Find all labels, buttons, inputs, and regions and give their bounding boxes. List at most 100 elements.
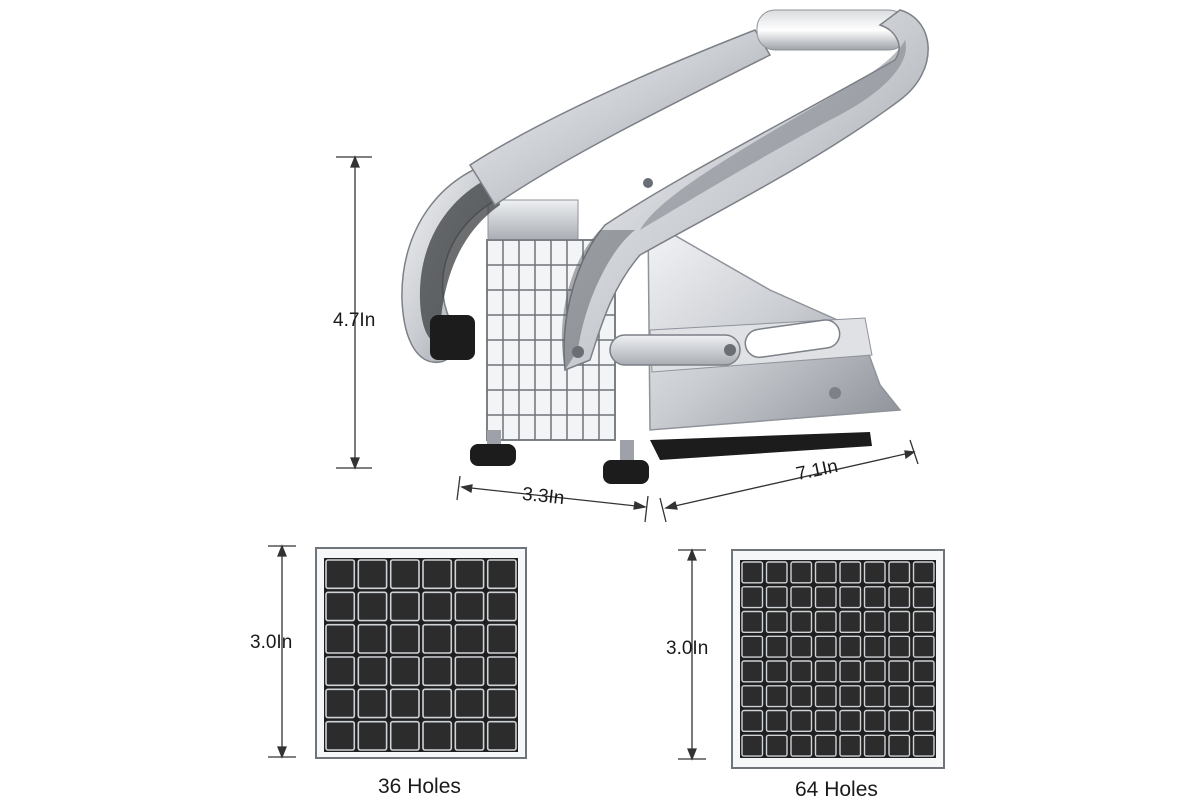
blade-hole [814,561,837,584]
blade-hole [486,623,517,654]
blade-hole [765,610,788,633]
blade-hole [325,720,356,751]
blade-hole [422,656,453,687]
blade-hole [325,656,356,687]
left-handle-arm [401,159,506,363]
blade-hole [790,561,813,584]
blade-hole [790,709,813,732]
blade-hole [863,586,886,609]
blade-hole [814,685,837,708]
blade-hole [839,734,862,757]
blade-hole [389,559,420,590]
blade-hole [888,709,911,732]
blade-hole [422,623,453,654]
blade-hole [863,635,886,658]
blade-hole [888,660,911,683]
blade-hole [454,559,485,590]
blade-hole [325,559,356,590]
lever-handle [468,9,929,372]
blade-hole [389,623,420,654]
blade-hole [422,688,453,719]
blade-hole [741,709,764,732]
blade-hole [357,656,388,687]
blade-hole [888,685,911,708]
blade-hole [357,559,388,590]
blade-hole [863,561,886,584]
blade-hole [357,591,388,622]
blade-hole [912,660,935,683]
blade-hole [389,656,420,687]
blade-hole [839,685,862,708]
rubber-feet [470,430,649,484]
blade-64-size-label: 3.0In [666,638,709,659]
blade-hole [765,586,788,609]
blade-hole [741,685,764,708]
blade-hole [839,561,862,584]
blade-hole [814,709,837,732]
dimension-lines [336,155,919,523]
blade-hole [765,685,788,708]
blade-hole [863,610,886,633]
blade-hole [814,660,837,683]
blade-hole [863,709,886,732]
blade-hole [912,734,935,757]
blade-hole [765,734,788,757]
blade-hole [839,709,862,732]
blade-hole [765,660,788,683]
blade-hole [863,685,886,708]
blade-hole [912,610,935,633]
blade-hole [325,623,356,654]
blade-hole [790,734,813,757]
blade-hole [454,720,485,751]
blade-hole [888,734,911,757]
blade-hole [389,688,420,719]
blade-hole [486,656,517,687]
blade-36-caption: 36 Holes [378,775,461,798]
blade-hole [486,591,517,622]
blade-hole [790,635,813,658]
blade-hole [888,586,911,609]
blade-36-holes [315,547,527,759]
blade-hole [790,586,813,609]
blade-hole [741,660,764,683]
blade-hole [863,660,886,683]
blade-hole [486,688,517,719]
blade-hole [422,559,453,590]
blade-hole [325,688,356,719]
blade-hole [912,685,935,708]
blade-hole [839,635,862,658]
blade-hole [389,591,420,622]
blade-hole [839,586,862,609]
blade-hole [814,586,837,609]
blade-hole [486,720,517,751]
blade-dimension-lines [268,544,706,761]
blade-hole [912,586,935,609]
blade-hole [814,734,837,757]
blade-hole [454,591,485,622]
blade-hole [790,685,813,708]
cutter-body [487,199,902,460]
blade-hole [888,561,911,584]
blade-hole [357,688,388,719]
blade-hole [790,610,813,633]
blade-hole [741,586,764,609]
blade-hole [765,709,788,732]
blade-hole [888,610,911,633]
blade-hole [765,561,788,584]
blade-hole [765,635,788,658]
blade-hole [741,734,764,757]
blade-hole [912,561,935,584]
blade-hole [790,660,813,683]
blade-hole [357,623,388,654]
blade-hole [863,734,886,757]
blade-hole [357,720,388,751]
blade-hole [454,623,485,654]
blade-hole [814,610,837,633]
width-dimension-label: 3.3In [521,483,566,510]
blade-hole [389,720,420,751]
blade-hole [839,660,862,683]
blade-hole [422,720,453,751]
blade-64-caption: 64 Holes [795,778,878,801]
